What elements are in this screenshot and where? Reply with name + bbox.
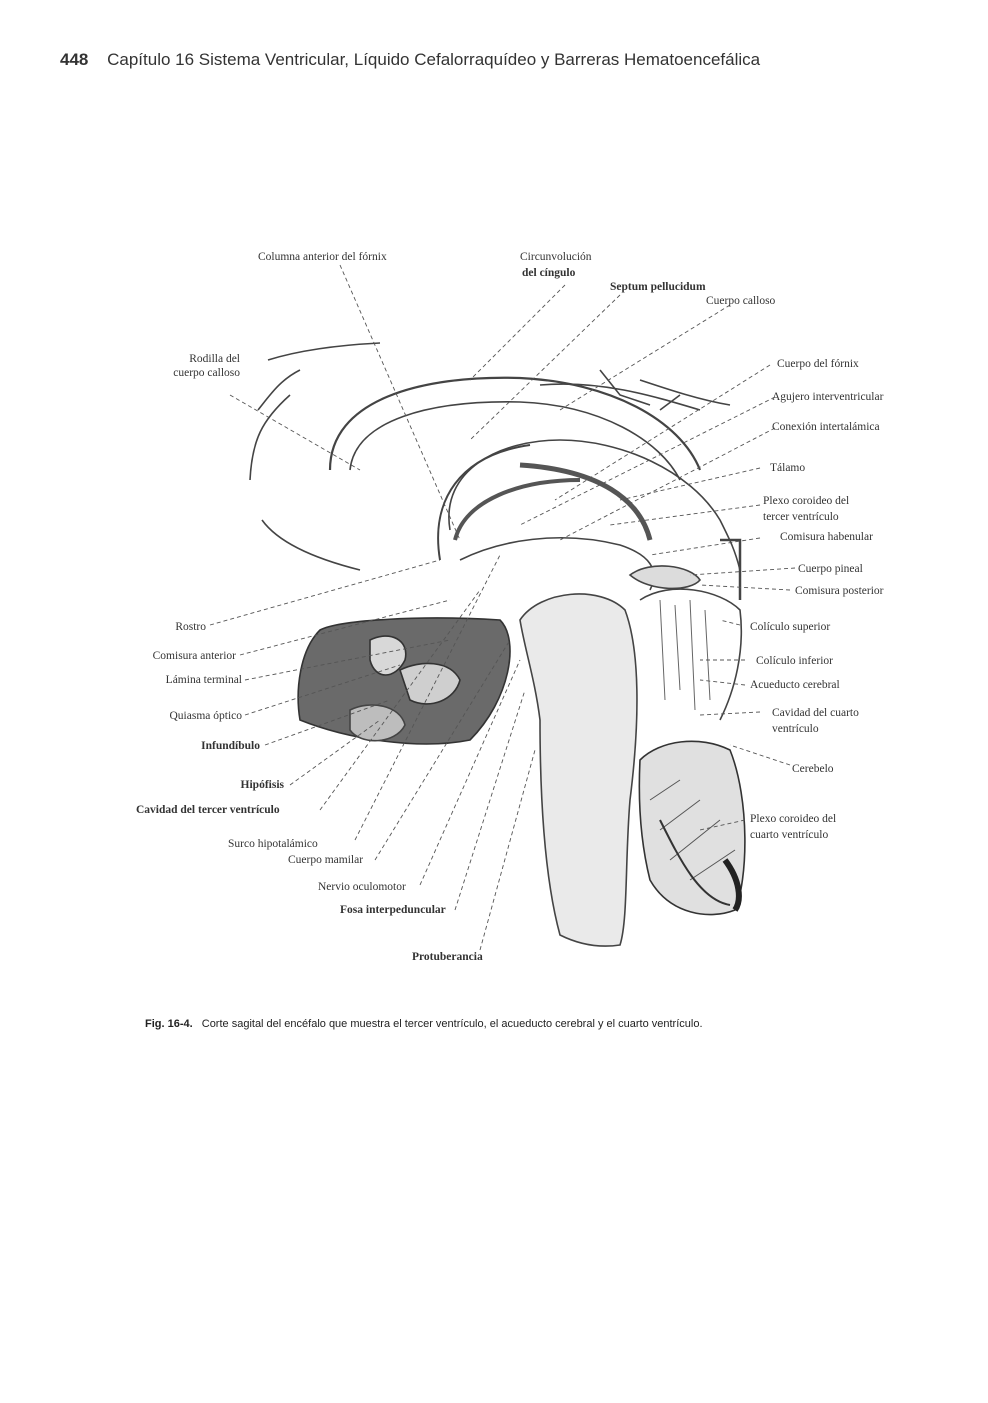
label-protuberancia: Protuberancia [412,951,483,963]
label-cavidad-cuarto-2: ventrículo [772,723,819,735]
label-cuerpo-pineal: Cuerpo pineal [798,563,863,575]
label-fosa-interpeduncular: Fosa interpeduncular [340,904,446,916]
label-plexo-tercer-1: Plexo coroideo del [763,495,850,507]
label-plexo-cuarto-1: Plexo coroideo del [750,813,837,825]
label-plexo-cuarto-2: cuarto ventrículo [750,829,829,841]
label-conexion-intertalamica: Conexión intertalámica [772,421,880,433]
label-nervio-oculomotor: Nervio oculomotor [318,881,406,893]
figure-caption-text: Corte sagital del encéfalo que muestra e… [201,1018,703,1030]
page-header: 448 Capítulo 16 Sistema Ventricular, Líq… [60,50,760,70]
label-plexo-tercer-2: tercer ventrículo [763,511,839,523]
label-surco-hipotalamico: Surco hipotalámico [228,838,318,850]
figure-number: Fig. 16-4. [145,1018,193,1030]
label-comisura-anterior: Comisura anterior [152,650,236,662]
label-cuerpo-mamilar: Cuerpo mamilar [288,854,364,866]
label-septum-pellucidum: Septum pellucidum [610,281,706,293]
label-talamo: Tálamo [770,462,806,474]
label-circunvolucion-1: Circunvolución [520,251,592,263]
label-rostro: Rostro [175,621,206,633]
label-infundibulo: Infundíbulo [201,740,260,752]
label-cavidad-cuarto-1: Cavidad del cuarto [772,707,859,719]
label-cuerpo-fornix: Cuerpo del fórnix [777,358,859,370]
label-coliculo-inferior: Colículo inferior [756,655,833,667]
label-lamina-terminal: Lámina terminal [165,674,242,686]
label-rodilla-1: Rodilla del [189,353,240,365]
label-rodilla-2: cuerpo calloso [173,367,240,379]
cerebellum-outline [638,740,746,916]
label-cerebelo: Cerebelo [792,763,834,775]
page-number: 448 [60,50,89,69]
chapter-title: Capítulo 16 Sistema Ventricular, Líquido… [107,50,761,69]
label-agujero-interventricular: Agujero interventricular [772,391,884,403]
label-comisura-habenular: Comisura habenular [780,531,873,543]
label-coliculo-superior: Colículo superior [750,621,831,633]
label-cuerpo-calloso: Cuerpo calloso [706,295,776,307]
label-quiasma-optico: Quiasma óptico [169,710,243,722]
label-circunvolucion-2: del cíngulo [522,267,576,279]
label-hipofisis: Hipófisis [240,779,284,791]
label-acueducto-cerebral: Acueducto cerebral [750,679,840,691]
figure-caption: Fig. 16-4. Corte sagital del encéfalo qu… [145,1018,703,1030]
corpus-callosum-outline [328,376,702,471]
label-cavidad-tercer: Cavidad del tercer ventrículo [136,804,280,816]
label-columna-anterior-fornix: Columna anterior del fórnix [258,251,387,263]
brainstem-outline [519,593,638,947]
label-comisura-posterior: Comisura posterior [795,585,884,597]
